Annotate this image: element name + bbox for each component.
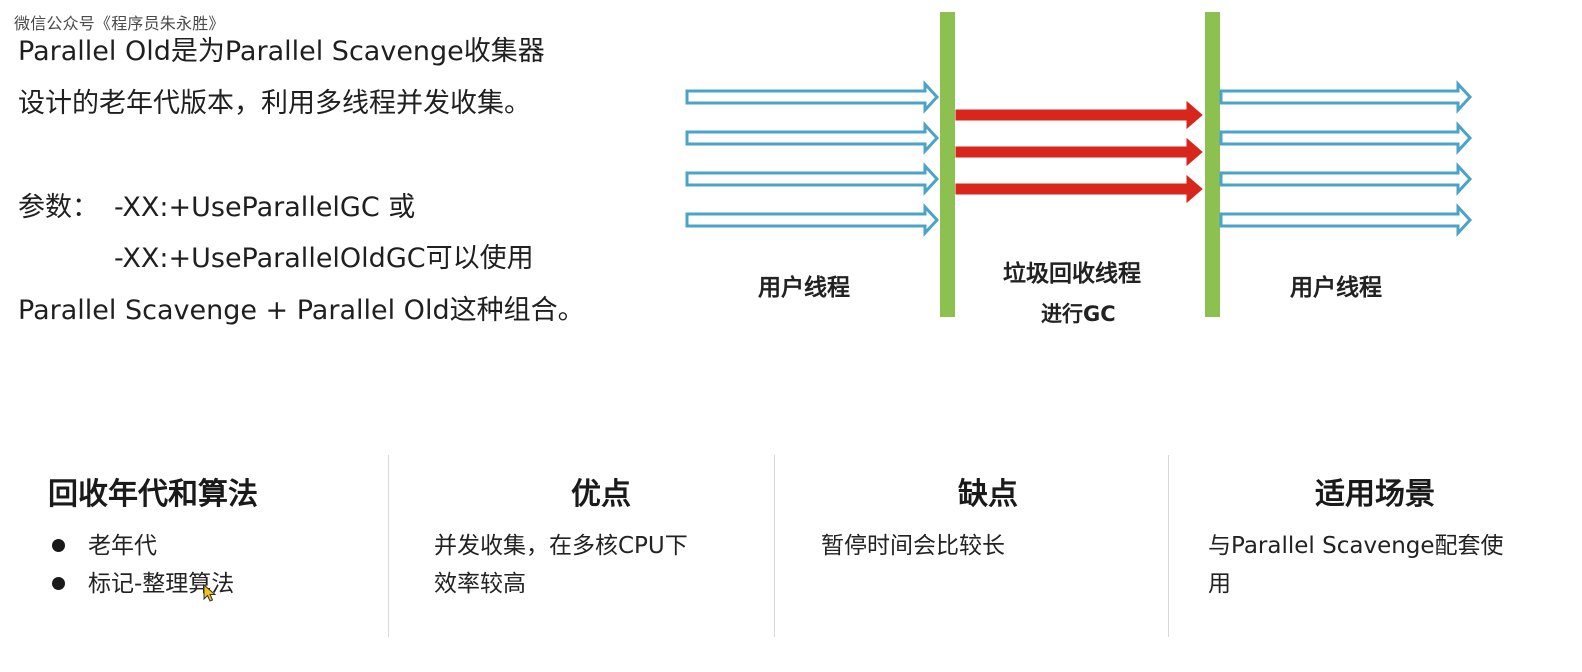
watermark: 微信公众号《程序员朱永胜》 bbox=[14, 14, 225, 33]
summary-table: 回收年代和算法 老年代 标记-整理算法 优点 并发收集，在多核CPU下 效率较高… bbox=[0, 455, 1582, 640]
body-line: 效率较高 bbox=[434, 571, 526, 597]
column-body: 与Parallel Scavenge配套使 用 bbox=[1208, 527, 1569, 603]
param-line-1: 参数： -XX:+UseParallelGC 或 bbox=[18, 185, 415, 224]
gc-thread-arrow bbox=[955, 174, 1203, 204]
param-option-2: -XX:+UseParallelOldGC可以使用 bbox=[114, 243, 534, 274]
gc-thread-arrow bbox=[955, 100, 1203, 130]
list-item: 老年代 bbox=[48, 527, 378, 565]
column-generation-algorithm: 回收年代和算法 老年代 标记-整理算法 bbox=[48, 455, 378, 637]
user-thread-arrow bbox=[1219, 162, 1473, 196]
thread-diagram: 用户线程 垃圾回收线程 进行GC 用户线程 bbox=[660, 0, 1540, 350]
stop-the-world-barrier-right bbox=[1205, 12, 1220, 317]
bullet-dot bbox=[52, 577, 65, 590]
column-divider bbox=[1168, 455, 1169, 637]
body-line: 并发收集，在多核CPU下 bbox=[434, 533, 688, 559]
column-divider bbox=[388, 455, 389, 637]
column-use-cases: 适用场景 与Parallel Scavenge配套使 用 bbox=[1169, 455, 1569, 637]
user-thread-arrow bbox=[1219, 203, 1473, 237]
user-thread-arrows-left bbox=[685, 80, 940, 237]
user-thread-arrow bbox=[1219, 121, 1473, 155]
description-line-2: 设计的老年代版本，利用多线程并发收集。 bbox=[18, 88, 531, 119]
column-body: 并发收集，在多核CPU下 效率较高 bbox=[434, 527, 774, 603]
mouse-cursor-icon bbox=[203, 584, 217, 602]
gc-thread-arrows bbox=[955, 100, 1203, 204]
gc-threads-sublabel: 进行GC bbox=[1041, 302, 1116, 326]
user-threads-label-left: 用户线程 bbox=[758, 275, 850, 301]
column-divider bbox=[774, 455, 775, 637]
column-advantages: 优点 并发收集，在多核CPU下 效率较高 bbox=[389, 455, 774, 637]
column-heading: 优点 bbox=[571, 477, 631, 512]
column-body: 暂停时间会比较长 bbox=[821, 527, 1168, 565]
body-line: 与Parallel Scavenge配套使 bbox=[1208, 533, 1504, 559]
gc-threads-label: 垃圾回收线程 bbox=[1003, 261, 1141, 287]
description-line-1: Parallel Old是为Parallel Scavenge收集器 bbox=[18, 36, 545, 67]
thread-diagram-graphic bbox=[685, 12, 1473, 317]
column-heading: 缺点 bbox=[958, 477, 1018, 512]
body-line: 暂停时间会比较长 bbox=[821, 533, 1005, 559]
param-option-1: -XX:+UseParallelGC 或 bbox=[114, 192, 416, 223]
bullet-dot bbox=[52, 539, 65, 552]
column-disadvantages: 缺点 暂停时间会比较长 bbox=[775, 455, 1168, 637]
user-thread-arrows-right bbox=[1219, 80, 1473, 237]
user-thread-arrow bbox=[685, 121, 940, 155]
user-thread-arrow bbox=[685, 80, 940, 114]
user-thread-arrow bbox=[685, 203, 940, 237]
user-threads-label-right: 用户线程 bbox=[1290, 275, 1382, 301]
description-line-5: Parallel Scavenge + Parallel Old这种组合。 bbox=[18, 295, 585, 326]
column-heading: 适用场景 bbox=[1315, 477, 1435, 512]
stop-the-world-barrier-left bbox=[940, 12, 955, 317]
user-thread-arrow bbox=[1219, 80, 1473, 114]
list-item-text: 老年代 bbox=[88, 533, 157, 559]
param-label: 参数： bbox=[18, 192, 99, 223]
column-heading: 回收年代和算法 bbox=[48, 477, 258, 512]
user-thread-arrow bbox=[685, 162, 940, 196]
gc-thread-arrow bbox=[955, 137, 1203, 167]
body-line: 用 bbox=[1208, 571, 1231, 597]
